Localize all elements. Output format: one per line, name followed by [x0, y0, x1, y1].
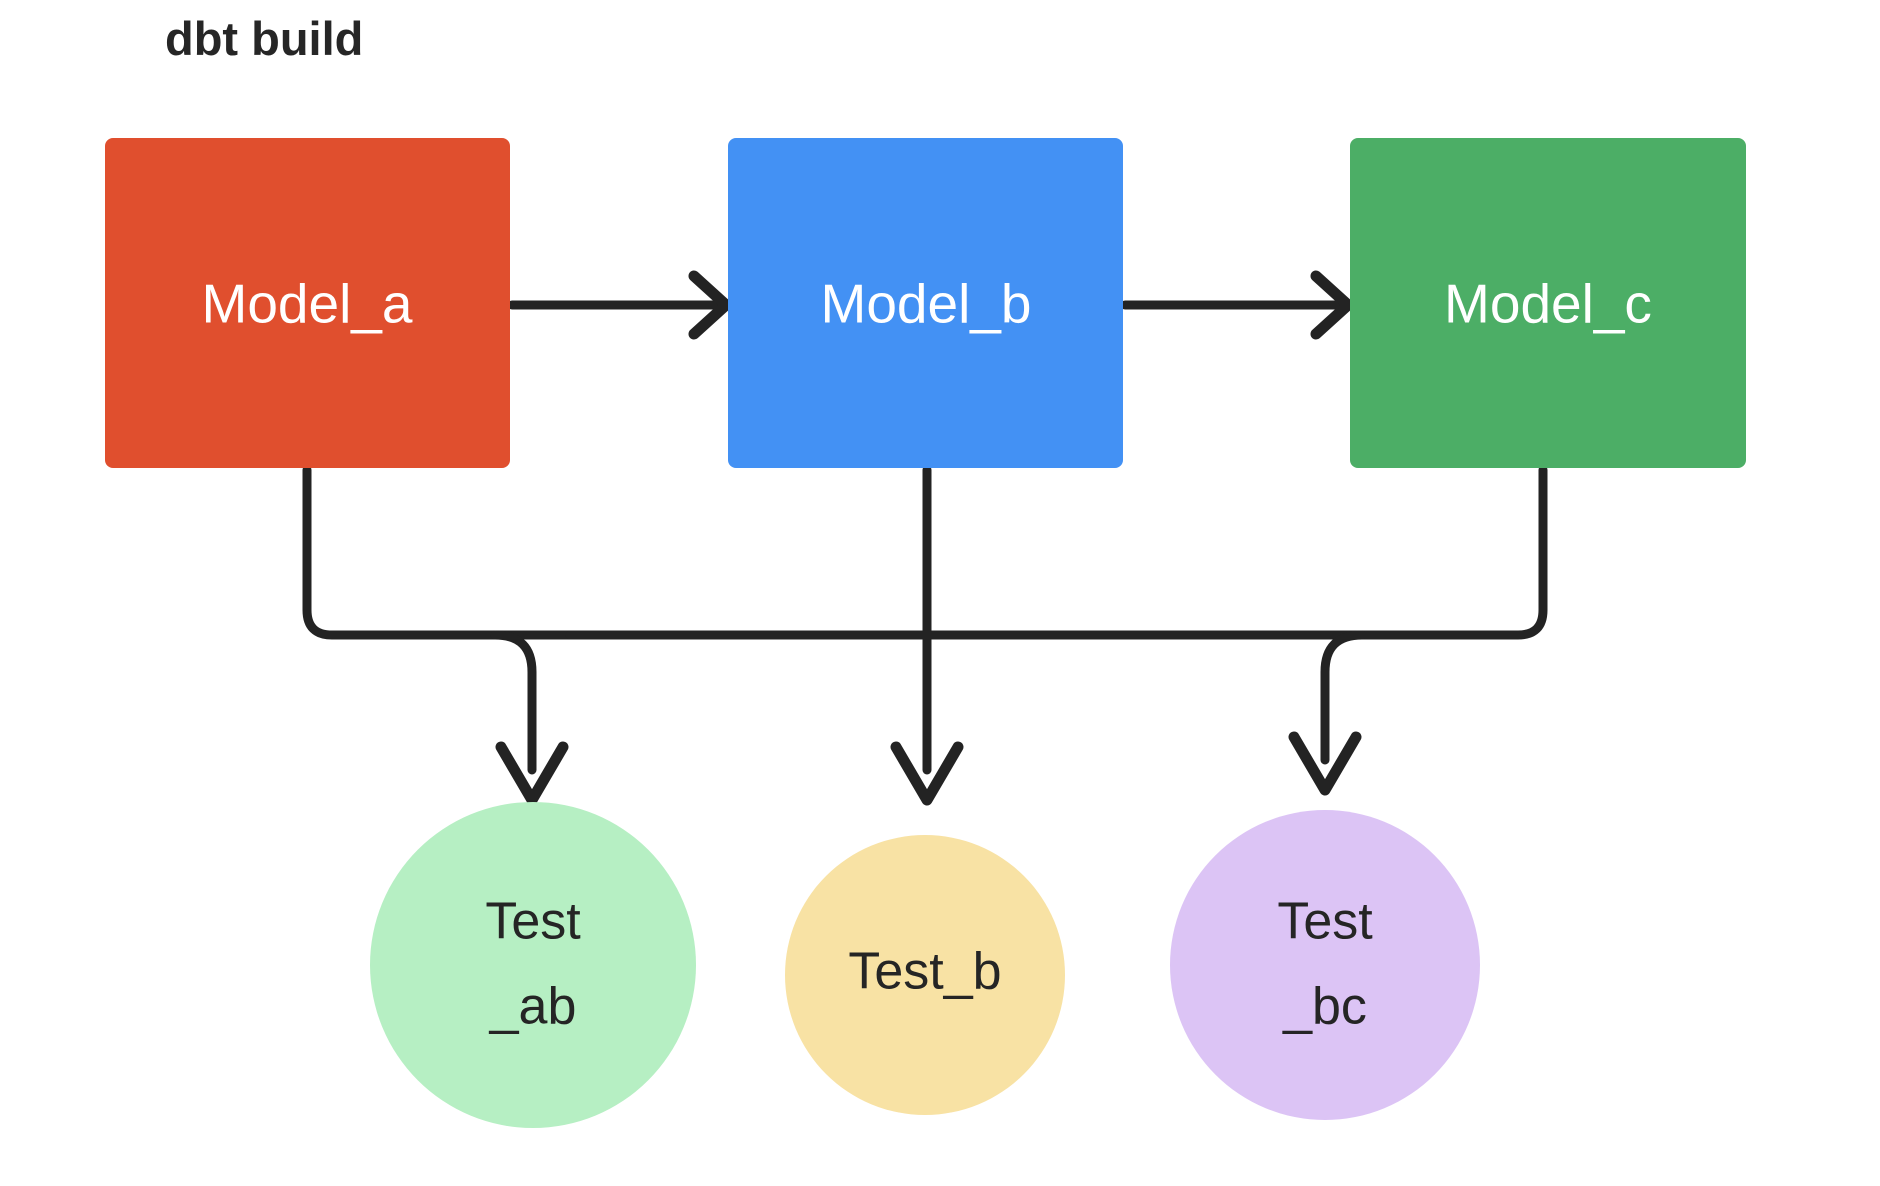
node-shape[interactable] [1350, 138, 1746, 468]
page-title: dbt build [165, 12, 363, 65]
edge-bus-to-test-bc [1320, 630, 1367, 765]
node-test-ab[interactable]: Test _ab [370, 802, 696, 1128]
node-label-line1: Test [485, 893, 581, 951]
edge-model-c-to-bus [565, 465, 1548, 640]
node-shape[interactable] [1170, 810, 1480, 1120]
node-label: Model_b [821, 273, 1032, 335]
node-test-b[interactable]: Test_b [785, 835, 1065, 1115]
model-node-group: Model_a Model_b Model_c [105, 138, 1746, 468]
node-model-c[interactable]: Model_c [1350, 138, 1746, 468]
node-shape[interactable] [785, 835, 1065, 1115]
edge-model-b-to-model-c [1120, 270, 1354, 340]
node-label-line2: _ab [489, 978, 577, 1036]
node-shape[interactable] [105, 138, 510, 468]
edge-model-a-to-bus [302, 465, 1295, 640]
arrow-head-icon [1288, 731, 1362, 796]
arrow-head-icon [1310, 270, 1354, 340]
node-model-b[interactable]: Model_b [728, 138, 1123, 468]
node-shape[interactable] [370, 802, 696, 1128]
node-label: Model_a [202, 273, 413, 335]
node-label-line1: Test_b [848, 943, 1001, 1001]
node-label-line2: _bc [1282, 978, 1367, 1036]
node-model-a[interactable]: Model_a [105, 138, 510, 468]
arrow-head-icon [890, 741, 964, 806]
edge-model-a-to-model-b [507, 270, 732, 340]
node-label-line1: Test [1277, 893, 1373, 951]
edge-layer [302, 270, 1548, 806]
node-shape[interactable] [728, 138, 1123, 468]
test-node-group: Test _ab Test_b Test _bc [370, 802, 1480, 1128]
edge-bus-to-test-ab [490, 630, 537, 775]
arrow-head-icon [688, 270, 732, 340]
arrow-head-icon [495, 741, 569, 806]
node-test-bc[interactable]: Test _bc [1170, 810, 1480, 1120]
node-label: Model_c [1444, 273, 1652, 335]
